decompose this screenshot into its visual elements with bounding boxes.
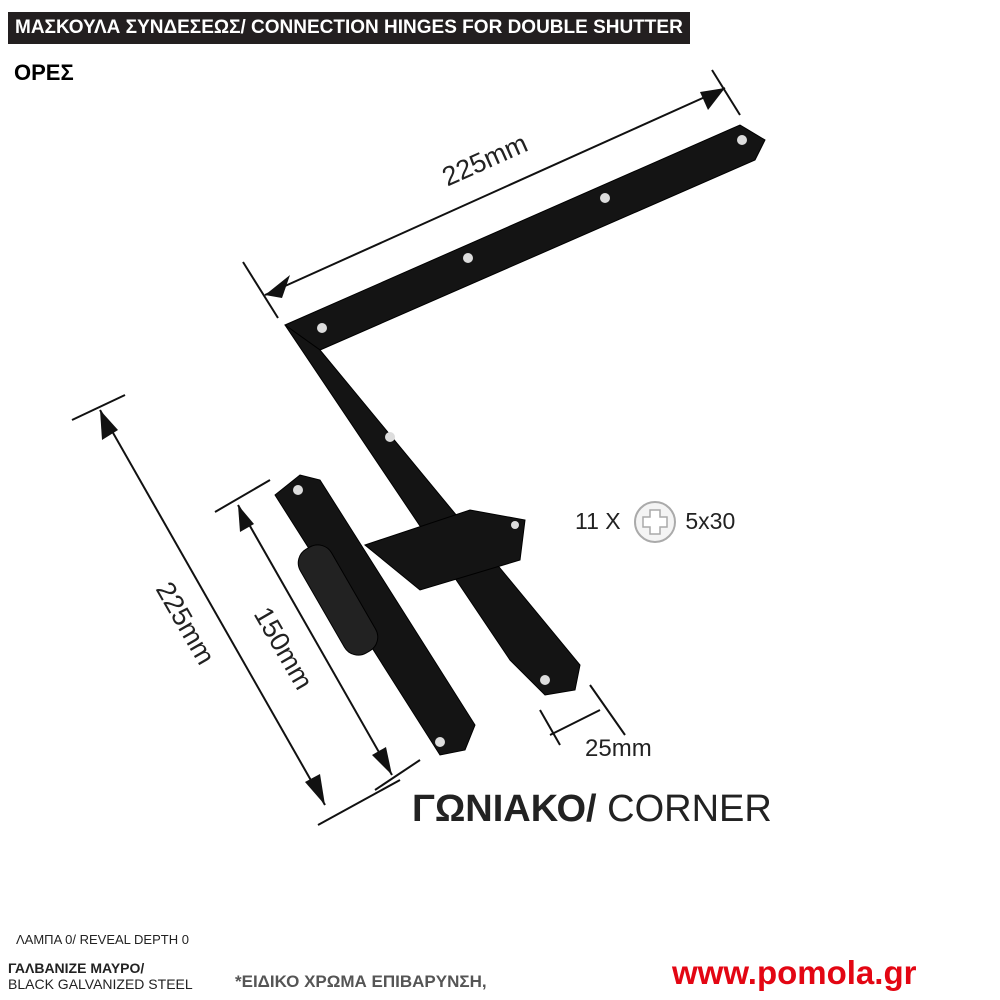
dim-line-leaf	[237, 504, 393, 776]
screw-size: 5x30	[685, 508, 736, 534]
hinge	[274, 124, 766, 756]
material-english: BLACK GALVANIZED STEEL	[8, 976, 193, 992]
type-greek: ΓΩΝΙΑΚΟ/	[412, 788, 597, 830]
hinge-pin	[297, 544, 379, 656]
material-greek: ΓΑΛΒΑΝΙΖΕ ΜΑΥΡΟ/	[8, 960, 145, 976]
phillips-screw-icon	[634, 501, 676, 543]
subtitle: ΟΡΕΣ	[14, 60, 74, 85]
hinge-long-leg	[284, 324, 581, 696]
screw-spec: 11 X 5x30	[575, 508, 735, 535]
dim-line-width	[549, 709, 601, 736]
hinge-short-leaf	[274, 474, 476, 756]
screw-holes	[293, 135, 747, 747]
website-link[interactable]: www.pomola.gr	[672, 954, 917, 991]
dim-width-label: 25mm	[585, 735, 652, 762]
screw-count: 11 X	[575, 508, 621, 534]
type-english: CORNER	[596, 788, 772, 830]
dimension-lines	[71, 69, 741, 826]
hinge-type: ΓΩΝΙΑΚΟ/ CORNER	[412, 788, 772, 831]
hinge-knuckle	[363, 509, 526, 591]
dim-line-left	[99, 409, 326, 806]
page-title: ΜΑΣΚΟΥΛΑ ΣΥΝΔΕΣΕΩΣ/ CONNECTION HINGES FO…	[8, 12, 690, 44]
dim-line-top	[264, 87, 726, 296]
reveal-depth: ΛΑΜΠΑ 0/ REVEAL DEPTH 0	[16, 932, 189, 947]
special-color-note: *ΕΙΔΙΚΟ ΧΡΩΜΑ ΕΠΙΒΑΡΥΝΣΗ,	[235, 972, 487, 991]
